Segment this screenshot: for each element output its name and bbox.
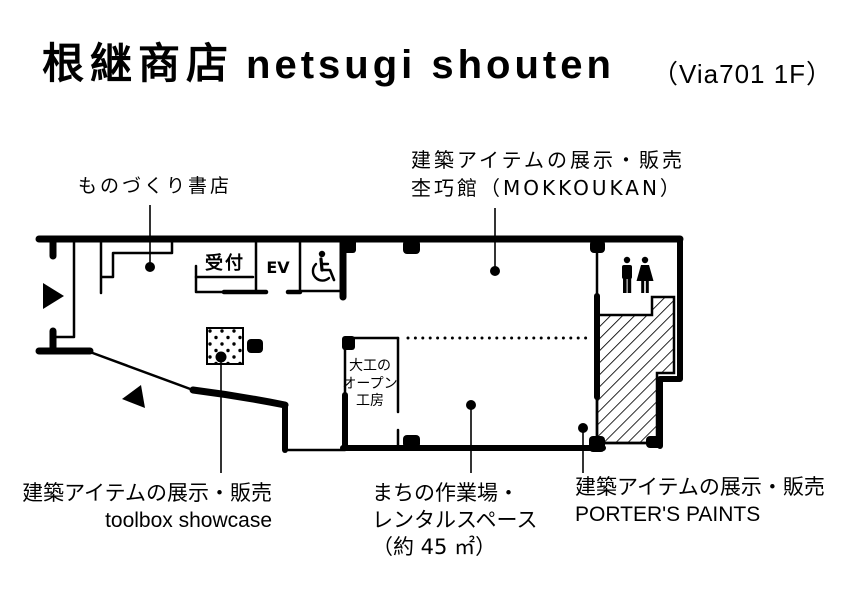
page-title: 根継商店 netsugi shouten <box>42 38 615 91</box>
workshop-label-line1: 大工の <box>349 358 391 374</box>
column <box>646 436 662 448</box>
label-toolbox-line1: 建築アイテムの展示・販売 <box>22 481 272 505</box>
label-bookstore: ものづくり書店 <box>78 173 232 199</box>
leader-lines <box>149 205 584 473</box>
label-workspace-line1: まちの作業場・ <box>372 481 519 505</box>
column <box>403 435 420 448</box>
label-porters-paints: 建築アイテムの展示・販売 PORTER'S PAINTS <box>575 474 825 528</box>
restroom-icon <box>622 256 654 293</box>
location-marker-dot-toolbox <box>215 351 227 363</box>
glass-facade-line <box>88 350 195 392</box>
location-markers <box>145 262 588 433</box>
columns <box>247 239 662 452</box>
hatched-back-area <box>595 295 676 445</box>
entrance-arrow-icon <box>122 385 145 408</box>
label-porters-line1: 建築アイテムの展示・販売 <box>575 475 825 499</box>
entrance-arrow-icon <box>43 283 64 309</box>
wheelchair-accessible-icon <box>311 250 336 282</box>
male-restroom-icon <box>622 256 632 293</box>
label-rental-workspace: まちの作業場・ レンタルスペース （約 45 ㎡） <box>372 480 537 561</box>
label-toolbox-line2: toolbox showcase <box>105 509 272 532</box>
curved-front-wall <box>189 386 289 409</box>
walls <box>35 235 684 453</box>
label-workspace-line2: レンタルスペース <box>372 508 538 532</box>
label-porters-line2: PORTER'S PAINTS <box>575 503 761 526</box>
reception-label: 受付 <box>205 252 245 274</box>
display-shelf-dotted <box>206 327 244 365</box>
column <box>341 239 356 253</box>
label-bookstore-text: ものづくり書店 <box>78 175 233 197</box>
female-restroom-icon <box>636 256 654 293</box>
small-pillar <box>247 339 263 353</box>
entrance-frame-line <box>51 237 76 339</box>
location-marker-dot-workspace <box>466 400 476 410</box>
store-location: （Via701 1F） <box>652 59 834 89</box>
column <box>342 336 355 350</box>
label-workspace-area: （約 45 ㎡） <box>372 535 497 559</box>
label-mokkoukan: 建築アイテムの展示・販売 杢巧館（MOKKOUKAN） <box>411 146 685 202</box>
location-marker-dot-mokkoukan <box>490 266 500 276</box>
workshop-label-line3: 工房 <box>356 393 384 409</box>
label-toolbox-showcase: 建築アイテムの展示・販売 toolbox showcase <box>22 480 272 534</box>
label-mokkoukan-line1: 建築アイテムの展示・販売 <box>411 148 685 172</box>
right-outer-wall <box>657 236 683 449</box>
reception-counter <box>194 264 226 294</box>
label-mokkoukan-line2: 杢巧館（MOKKOUKAN） <box>411 176 683 200</box>
column <box>403 240 420 254</box>
column <box>590 240 605 253</box>
elevator-label: EV <box>266 258 290 277</box>
workshop-label-line2: オープン <box>342 376 397 392</box>
bookstore-shelf-outline <box>99 237 174 295</box>
location-marker-dot-bookstore <box>145 262 155 272</box>
location-marker-dot-porters <box>578 423 588 433</box>
column <box>589 436 605 452</box>
store-name-english: netsugi shouten <box>246 43 615 87</box>
store-name-japanese: 根継商店 <box>42 39 235 88</box>
